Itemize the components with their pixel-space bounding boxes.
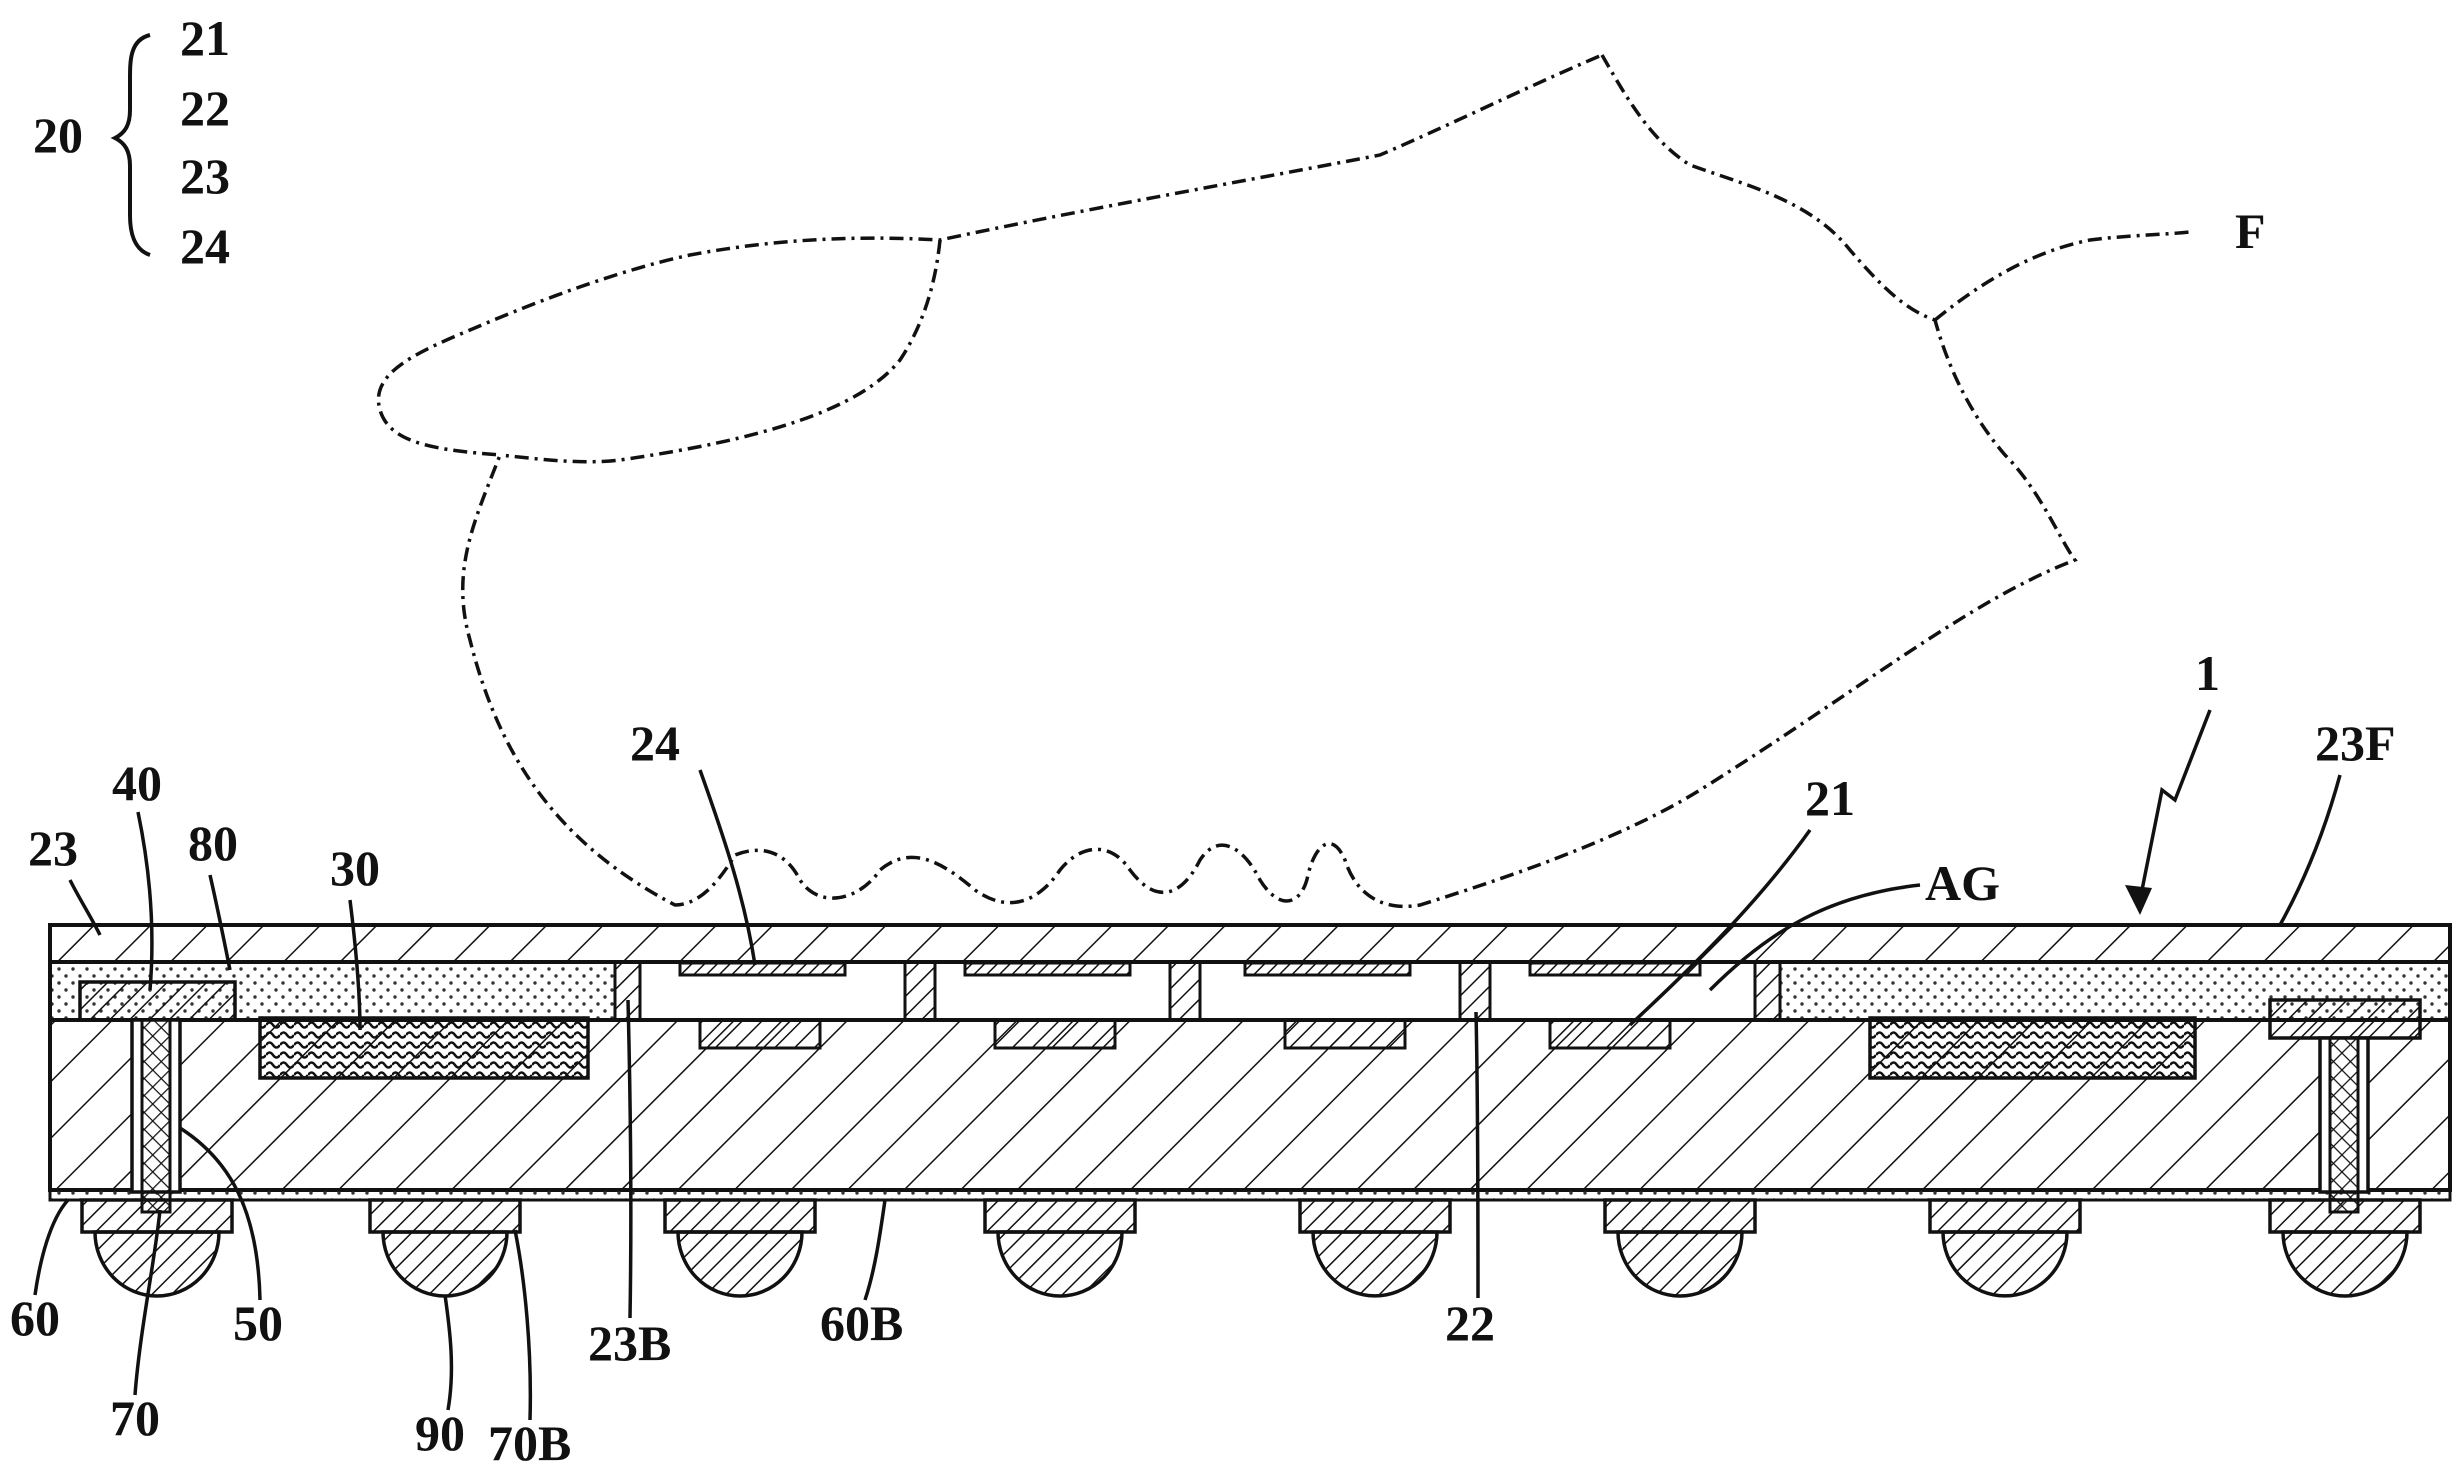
label-21: 21 [1805, 770, 1855, 826]
leader-60 [33, 1198, 70, 1296]
bottom-pad-4 [983, 1198, 1137, 1234]
legend-group-label: 20 [33, 107, 83, 163]
solder-ball-4 [996, 1230, 1124, 1298]
leader-23F [2278, 774, 2342, 926]
bottom-pad-7 [1928, 1198, 2082, 1234]
leader-23B [626, 999, 633, 1319]
label-F: F [2235, 203, 2266, 259]
solder-ball-2 [381, 1230, 509, 1298]
legend-member-23: 23 [180, 148, 230, 204]
pad-40-right [2268, 998, 2422, 1040]
leader-22 [1474, 1011, 1480, 1299]
bottom-pad-3 [663, 1198, 817, 1234]
leader-30 [348, 899, 362, 1031]
bottom-layer-60-outline [48, 1188, 2452, 1202]
chip-30-left [258, 1016, 590, 1080]
solder-ball-3 [676, 1230, 804, 1298]
bottom-pad-5 [1298, 1198, 1452, 1234]
leader-23 [68, 879, 102, 936]
leader-40 [136, 811, 154, 991]
legend-member-22: 22 [180, 80, 230, 136]
chip-30-right [1868, 1016, 2197, 1080]
legend-member-21: 21 [180, 10, 230, 66]
leader-60B [863, 1199, 887, 1301]
legend-member-24: 24 [180, 218, 230, 274]
leader-70 [133, 1209, 162, 1396]
label-70B: 70B [488, 1415, 571, 1468]
bottom-pad-8 [2268, 1198, 2422, 1234]
via-50-right-core [2328, 1036, 2360, 1214]
leader-24 [698, 769, 757, 966]
solder-ball-8 [2281, 1230, 2409, 1298]
label-80: 80 [188, 815, 238, 871]
electrode-24-3 [1243, 961, 1412, 977]
label-30: 30 [330, 840, 380, 896]
leader-80 [208, 874, 232, 971]
via-50-left-core [140, 1018, 172, 1214]
label-23F: 23F [2315, 715, 2396, 771]
label-50: 50 [233, 1295, 283, 1351]
electrode-21-3 [1283, 1018, 1407, 1050]
wall-22b [1168, 960, 1202, 1022]
electrode-24-2 [963, 961, 1132, 977]
solder-ball-1 [93, 1230, 221, 1298]
electrode-21-4 [1548, 1018, 1672, 1050]
pad-40-left [78, 980, 237, 1022]
label-22: 22 [1445, 1295, 1495, 1351]
solder-ball-7 [1941, 1230, 2069, 1298]
solder-bumps [80, 1198, 2422, 1298]
label-23B: 23B [588, 1315, 671, 1371]
label-40: 40 [112, 755, 162, 811]
solder-ball-6 [1616, 1230, 1744, 1298]
label-90: 90 [415, 1405, 465, 1461]
label-24: 24 [630, 715, 680, 771]
electrode-24-1 [678, 961, 847, 977]
bottom-layer-60 [50, 1190, 2450, 1200]
finger-leader-line [1933, 230, 2191, 322]
bottom-pad-2 [368, 1198, 522, 1234]
label-AG: AG [1925, 855, 2000, 911]
label-60: 60 [10, 1290, 60, 1346]
leader-21 [1628, 828, 1812, 1027]
leader-90 [443, 1294, 454, 1411]
finger-outline [376, 52, 2078, 909]
electrode-24-4 [1528, 961, 1702, 977]
label-1: 1 [2195, 645, 2220, 701]
legend: 20 21 22 23 24 [33, 10, 230, 274]
arrow-1 [2138, 709, 2212, 901]
solder-ball-5 [1311, 1230, 1439, 1298]
leader-AG [1708, 883, 1921, 992]
label-60B: 60B [820, 1295, 903, 1351]
cover-plate-23 [50, 925, 2450, 962]
electrode-21-2 [993, 1018, 1117, 1050]
leader-50 [179, 1126, 262, 1301]
bottom-pad-6 [1603, 1198, 1757, 1234]
leader-70B [513, 1229, 533, 1421]
electrode-21-1 [698, 1018, 822, 1050]
wall-22a [903, 960, 937, 1022]
finger-fold-line [499, 239, 942, 464]
wall-right [1753, 960, 1782, 1022]
wall-22 [1458, 960, 1492, 1022]
arrow-1-head [2125, 885, 2152, 915]
legend-brace [110, 33, 151, 257]
label-23: 23 [28, 820, 78, 876]
label-70: 70 [110, 1390, 160, 1446]
